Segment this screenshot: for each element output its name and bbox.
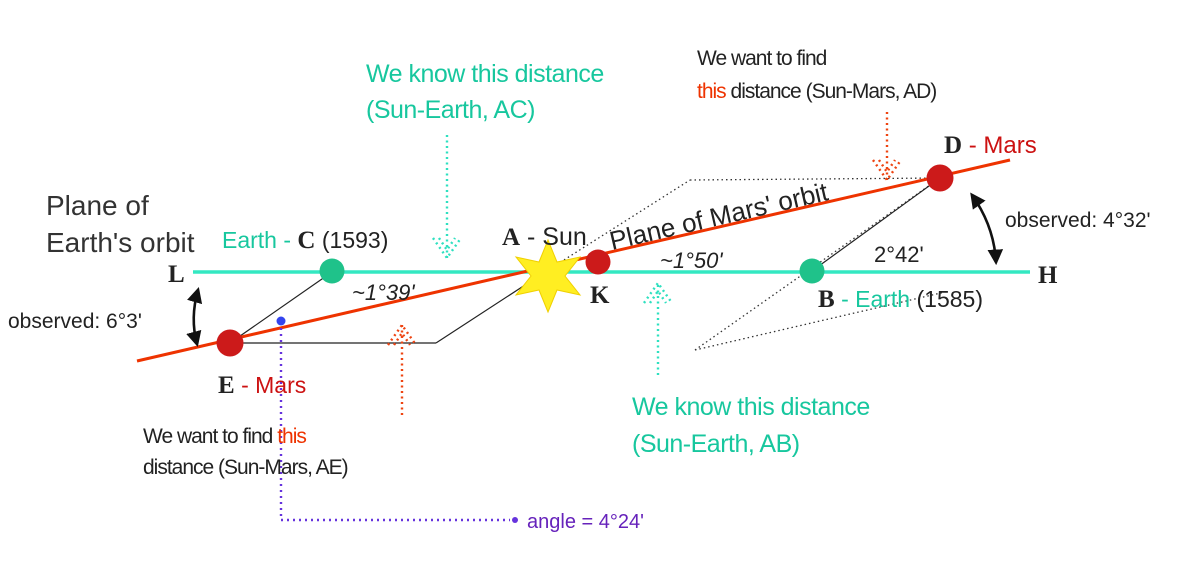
earth-plane-title-line1: Plane of bbox=[46, 190, 149, 221]
point-e-letter: E bbox=[218, 372, 235, 399]
earth-b-year: (1585) bbox=[910, 286, 983, 312]
earth-c-dot bbox=[319, 258, 345, 284]
point-b-letter: B bbox=[818, 286, 835, 313]
line-e-c bbox=[229, 271, 333, 344]
earth-c-year: (1593) bbox=[315, 227, 388, 253]
note-find-ad-line1: We want to find bbox=[697, 47, 827, 70]
mars-plane-top-edge-2 bbox=[689, 177, 941, 181]
mars-e-dot bbox=[216, 329, 244, 357]
point-k-label: K bbox=[590, 282, 610, 309]
angle-at-b: 2°42' bbox=[874, 242, 924, 267]
earth-b-suffix: - Earth bbox=[835, 286, 910, 312]
line-b-d bbox=[811, 177, 941, 272]
note-find-ae-line1: We want to find this bbox=[143, 425, 306, 448]
angle-pointer-dot bbox=[276, 316, 286, 326]
note-find-ae-prefix: We want to find bbox=[143, 425, 277, 448]
earth-plane-title-line2: Earth's orbit bbox=[46, 227, 195, 258]
mars-plane-top-edge bbox=[544, 179, 691, 273]
observed-left-label: observed: 6°3' bbox=[8, 310, 142, 333]
angle-right-incl: ~1°50' bbox=[660, 248, 723, 273]
sun-suffix: - Sun bbox=[520, 223, 587, 251]
arrow-know-ab bbox=[643, 280, 673, 378]
indicator-arrows bbox=[387, 112, 902, 418]
point-a-label: A - Sun bbox=[502, 223, 587, 251]
angle-pointer-line bbox=[279, 322, 510, 522]
note-find-ad-rest: distance (Sun-Mars, AD) bbox=[726, 80, 937, 103]
sun-icon bbox=[514, 238, 582, 314]
arrow-find-ad bbox=[872, 112, 902, 183]
angle-left-incl: ~1°39' bbox=[352, 280, 415, 305]
point-e-label: E - Mars bbox=[218, 372, 306, 399]
point-h-label: H bbox=[1038, 262, 1058, 289]
observed-right-arrow bbox=[970, 192, 1004, 266]
note-know-ac-line1: We know this distance bbox=[366, 60, 604, 88]
point-c-letter: C bbox=[297, 227, 315, 254]
point-b-label: B - Earth (1585) bbox=[818, 286, 983, 313]
earth-c-prefix: Earth - bbox=[222, 227, 297, 253]
mars-d-suffix: - Mars bbox=[962, 132, 1037, 159]
mars-d-dot bbox=[926, 164, 954, 192]
angle-pointer-end bbox=[512, 517, 518, 523]
arrow-know-ac bbox=[432, 135, 462, 261]
point-c-label: Earth - C (1593) bbox=[222, 227, 388, 254]
mars-e-suffix: - Mars bbox=[235, 372, 307, 398]
point-l-label: L bbox=[168, 261, 185, 288]
observed-right-label: observed: 4°32' bbox=[1005, 209, 1151, 232]
note-find-ae-line2: distance (Sun-Mars, AE) bbox=[143, 456, 348, 479]
mars-plane-label: Plane of Mars' orbit bbox=[607, 176, 832, 256]
note-find-ad-line2: this distance (Sun-Mars, AD) bbox=[697, 80, 936, 103]
note-find-ae-this: this bbox=[277, 425, 306, 448]
note-know-ab-line2: (Sun-Earth, AB) bbox=[632, 430, 800, 458]
mars-k-dot bbox=[585, 249, 611, 275]
earth-b-dot bbox=[799, 258, 825, 284]
note-know-ab-line1: We know this distance bbox=[632, 393, 870, 421]
point-d-letter: D bbox=[944, 132, 962, 159]
point-d-label: D - Mars bbox=[944, 132, 1037, 159]
arrow-find-ae bbox=[387, 322, 417, 418]
angle-equals-label: angle = 4°24' bbox=[527, 511, 644, 533]
note-know-ac-line2: (Sun-Earth, AC) bbox=[366, 96, 535, 124]
point-a-letter: A bbox=[502, 224, 520, 251]
note-find-ad-this: this bbox=[697, 80, 726, 103]
observed-left-arrow bbox=[186, 286, 203, 348]
